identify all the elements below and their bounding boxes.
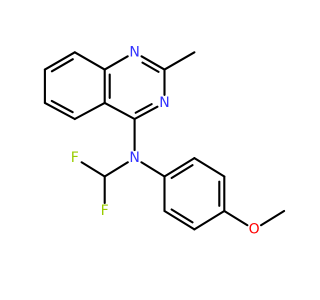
bond-c8-c7 (43, 51, 76, 71)
atom-label-f1: F (71, 150, 79, 166)
bond-n_amine-p6 (140, 161, 166, 178)
bond-c4-c4a (103, 101, 136, 121)
atom-label-n_amine: N (129, 150, 139, 166)
atom-label-f2: F (101, 203, 109, 219)
bond-p1-p2 (193, 157, 226, 178)
bonds-layer (43, 51, 286, 231)
bond-n3-c4-inner (134, 103, 153, 114)
bond-p3-p4 (193, 209, 226, 231)
bond-n3-c4 (133, 105, 159, 121)
bond-p4-p5-inner (170, 208, 194, 224)
bond-c6-c5 (43, 101, 76, 121)
molecule-structure: N N N F F O (43, 44, 286, 237)
bond-n1-c2 (140, 55, 166, 71)
bond-c8-c7-inner (50, 58, 74, 73)
bond-c8a-n1 (103, 55, 129, 71)
bond-p3-o1 (223, 209, 249, 227)
atom-label-o1: O (249, 221, 260, 237)
bond-c5-c4a (73, 101, 106, 121)
bond-p6-p1-inner (170, 164, 194, 180)
atom-label-n1: N (129, 44, 139, 60)
bond-cf-f1 (80, 161, 106, 178)
atoms-layer: N N N F F O (71, 44, 260, 237)
bond-c2-cmeth (163, 51, 196, 71)
bond-p4-p5 (163, 209, 196, 231)
atom-label-n3: N (159, 95, 169, 111)
bond-o1-cmo (259, 209, 286, 227)
bond-c8a-c8 (73, 51, 106, 71)
bond-c6-c5-inner (50, 99, 74, 114)
bond-p6-p1 (163, 157, 196, 178)
bond-n_amine-cf (103, 161, 129, 178)
bond-n1-c2-inner (141, 61, 160, 73)
